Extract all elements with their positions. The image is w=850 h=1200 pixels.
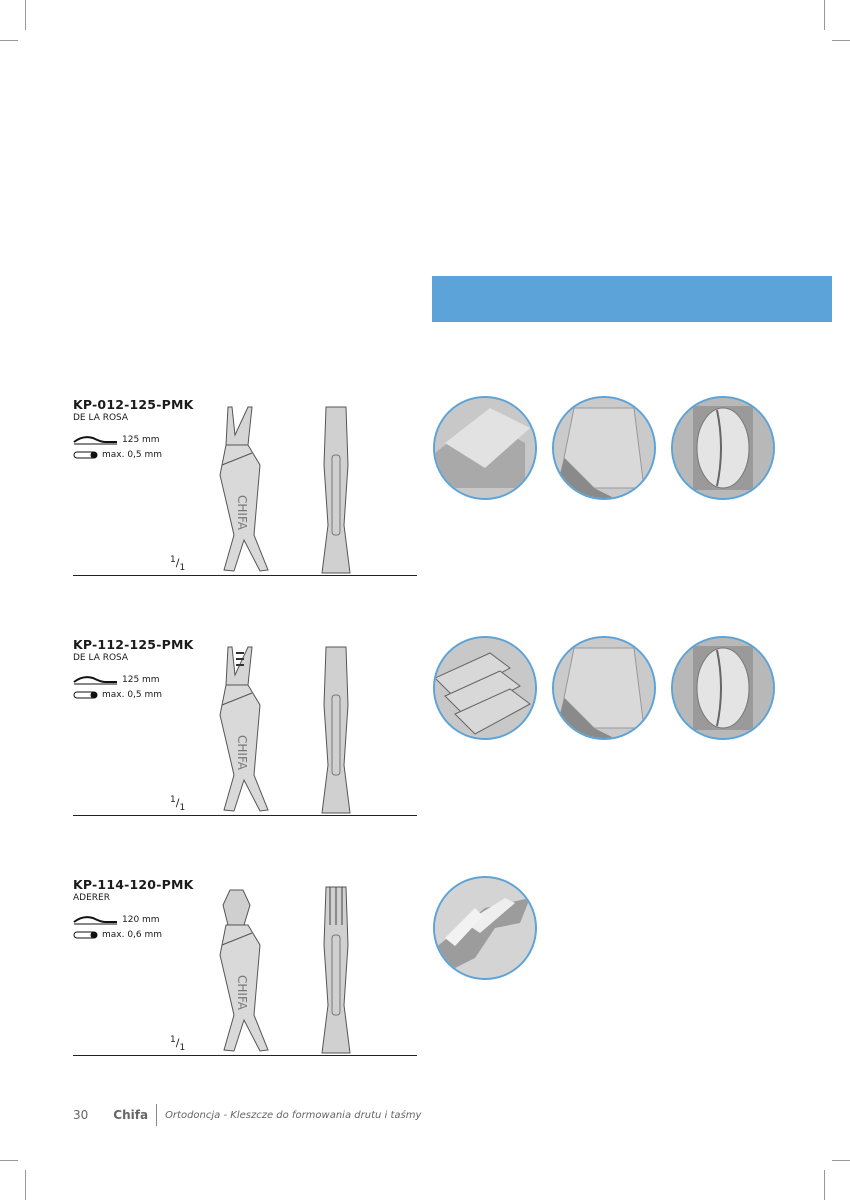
svg-text:CHIFA: CHIFA: [235, 495, 249, 531]
wire-value: max. 0,5 mm: [102, 690, 163, 700]
product-name: DE LA ROSA: [73, 653, 129, 663]
scale-label: 1/1: [170, 1035, 186, 1053]
pliers-side-image: [316, 645, 356, 819]
product-name: DE LA ROSA: [73, 413, 129, 423]
crop-mark: [824, 1170, 825, 1200]
scale-numerator: 1: [170, 555, 176, 565]
crop-mark: [25, 1170, 26, 1200]
wire-icon: [73, 930, 99, 940]
product-code: KP-114-120-PMK: [73, 877, 194, 892]
crop-mark: [25, 0, 26, 30]
pliers-side-image: [316, 885, 356, 1059]
wire-spec: max. 0,5 mm: [73, 690, 162, 700]
length-value: 120 mm: [122, 915, 160, 925]
pliers-front-image: CHIFA: [208, 645, 288, 819]
scale-label: 1/1: [170, 795, 186, 813]
crop-mark: [832, 1160, 850, 1161]
length-spec: 125 mm: [73, 675, 160, 685]
pliers-side-image: [316, 405, 356, 579]
length-value: 125 mm: [122, 675, 160, 685]
baseline-rule: [73, 575, 417, 576]
tip-detail-image-serrated: [671, 396, 775, 500]
tip-detail-image-flat: [433, 396, 537, 500]
length-icon: [73, 675, 119, 685]
tip-detail-image-beak: [552, 636, 656, 740]
svg-text:CHIFA: CHIFA: [235, 975, 249, 1011]
tip-detail-image-serrated: [671, 636, 775, 740]
length-spec: 120 mm: [73, 915, 160, 925]
section-header-bar: [432, 276, 832, 322]
length-icon: [73, 915, 119, 925]
length-icon: [73, 435, 119, 445]
scale-numerator: 1: [170, 795, 176, 805]
crop-mark: [0, 40, 18, 41]
scale-label: 1/1: [170, 555, 186, 573]
footer-divider: [156, 1104, 158, 1126]
baseline-rule: [73, 815, 417, 816]
tip-detail-image-three-prong: [433, 876, 537, 980]
scale-numerator: 1: [170, 1035, 176, 1045]
wire-spec: max. 0,5 mm: [73, 450, 162, 460]
wire-value: max. 0,6 mm: [102, 930, 163, 940]
wire-value: max. 0,5 mm: [102, 450, 163, 460]
svg-text:CHIFA: CHIFA: [235, 735, 249, 771]
scale-denominator: 1: [179, 562, 186, 573]
wire-spec: max. 0,6 mm: [73, 930, 162, 940]
crop-mark: [824, 0, 825, 30]
page-footer: 30 Chifa Ortodoncja - Kleszcze do formow…: [73, 1104, 421, 1126]
wire-icon: [73, 690, 99, 700]
product-code: KP-012-125-PMK: [73, 397, 194, 412]
pliers-front-image: CHIFA: [208, 885, 288, 1059]
crop-mark: [0, 1160, 18, 1161]
tip-detail-image-beak: [552, 396, 656, 500]
tip-detail-image-grooved: [433, 636, 537, 740]
crop-mark: [832, 40, 850, 41]
length-spec: 125 mm: [73, 435, 160, 445]
product-code: KP-112-125-PMK: [73, 637, 194, 652]
pliers-front-image: CHIFA: [208, 405, 288, 579]
wire-icon: [73, 450, 99, 460]
page-number: 30: [73, 1108, 89, 1122]
product-name: ADERER: [73, 893, 110, 903]
baseline-rule: [73, 1055, 417, 1056]
scale-denominator: 1: [179, 802, 186, 813]
footer-brand: Chifa: [113, 1108, 149, 1122]
footer-title: Ortodoncja - Kleszcze do formowania drut…: [165, 1109, 422, 1121]
scale-denominator: 1: [179, 1042, 186, 1053]
length-value: 125 mm: [122, 435, 160, 445]
